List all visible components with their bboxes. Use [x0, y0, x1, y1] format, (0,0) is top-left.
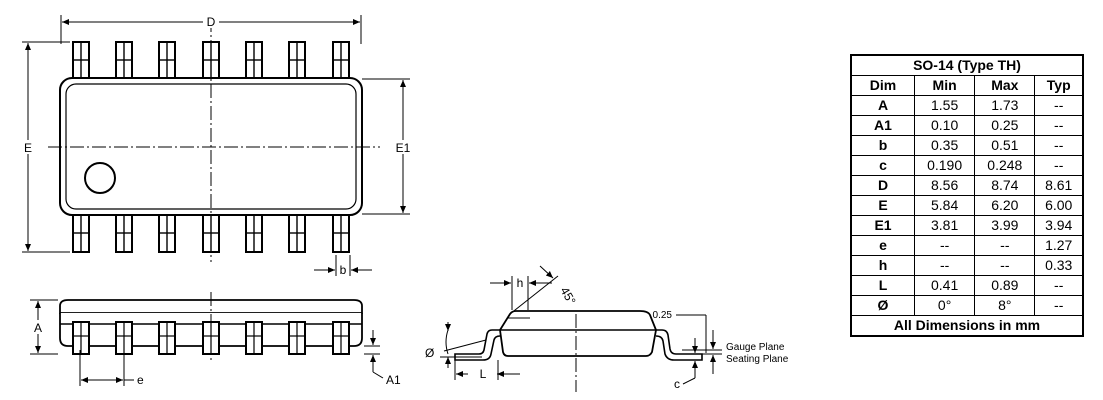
dim-value-cell: --: [913, 255, 976, 276]
detail-view: h 45° 0.25 Gauge Plane Seating Plane Ø L: [425, 265, 789, 392]
dim-value-cell: 0.190: [913, 155, 976, 176]
dim-value-cell: 8.56: [913, 175, 976, 196]
dim-name-cell: Ø: [850, 295, 915, 316]
dim-value-cell: 0.33: [1034, 255, 1084, 276]
dim-name-cell: b: [850, 135, 915, 156]
dim-value-cell: 0.41: [913, 275, 976, 296]
dim-D-label: D: [207, 15, 216, 29]
dim-value-cell: --: [1034, 295, 1084, 316]
detail-lead-left: [454, 329, 501, 361]
table-title: SO-14 (Type TH): [850, 54, 1084, 76]
pin1-marker: [84, 162, 116, 194]
dim-b-label: b: [340, 263, 347, 277]
dim-A1-label: A1: [386, 373, 401, 387]
dim-c-label: c: [674, 377, 680, 391]
top-view: D E E1 b: [20, 14, 414, 277]
side-view: A A1 e: [30, 292, 401, 387]
table-header-cell: Typ: [1034, 75, 1084, 96]
dim-name-cell: h: [850, 255, 915, 276]
seating-plane-label: Seating Plane: [726, 354, 789, 365]
dim-name-cell: L: [850, 275, 915, 296]
table-header-cell: Min: [913, 75, 976, 96]
package-outline-drawing: D E E1 b A: [20, 14, 789, 392]
dim-L-label: L: [480, 367, 487, 381]
dim-value-cell: 3.94: [1034, 215, 1084, 236]
dim-value-cell: 0.51: [974, 135, 1036, 156]
dim-value-cell: 0°: [913, 295, 976, 316]
table-header-cell: Dim: [850, 75, 915, 96]
dim-value-cell: --: [974, 255, 1036, 276]
dim-name-cell: E: [850, 195, 915, 216]
bottom-pins: [72, 212, 350, 253]
dim-name-cell: A1: [850, 115, 915, 136]
dim-value-cell: --: [974, 235, 1036, 256]
dim-name-cell: A: [850, 95, 915, 116]
table-header-cell: Max: [974, 75, 1036, 96]
dim-value-cell: 5.84: [913, 195, 976, 216]
dim-value-cell: 0.10: [913, 115, 976, 136]
dim-value-cell: 8.61: [1034, 175, 1084, 196]
dim-value-cell: 3.99: [974, 215, 1036, 236]
side-body: [59, 299, 363, 314]
table-footer: All Dimensions in mm: [850, 315, 1084, 337]
dim-value-cell: 8°: [974, 295, 1036, 316]
dim-value-cell: 1.27: [1034, 235, 1084, 256]
dim-E1-label: E1: [396, 141, 411, 155]
dim-A-label: A: [34, 321, 42, 335]
dim-value-cell: 3.81: [913, 215, 976, 236]
dim-value-cell: 6.00: [1034, 195, 1084, 216]
dim-value-cell: 6.20: [974, 195, 1036, 216]
dim-value-cell: 1.73: [974, 95, 1036, 116]
dim-025-label: 0.25: [653, 310, 673, 321]
dim-value-cell: --: [1034, 115, 1084, 136]
dim-value-cell: 0.35: [913, 135, 976, 156]
dim-name-cell: D: [850, 175, 915, 196]
dim-name-cell: e: [850, 235, 915, 256]
dim-value-cell: --: [1034, 95, 1084, 116]
dim-value-cell: 0.248: [974, 155, 1036, 176]
dim-value-cell: 0.25: [974, 115, 1036, 136]
gauge-plane-label: Gauge Plane: [726, 342, 785, 353]
side-pins: [72, 321, 350, 355]
dim-value-cell: --: [1034, 135, 1084, 156]
dim-phi-label: Ø: [425, 346, 434, 360]
dim-value-cell: 1.55: [913, 95, 976, 116]
table-row: h----0.33: [850, 255, 1084, 276]
dim-value-cell: 8.74: [974, 175, 1036, 196]
dim-value-cell: --: [913, 235, 976, 256]
dim-h-label: h: [517, 276, 524, 290]
dim-value-cell: --: [1034, 155, 1084, 176]
dim-e-label: e: [137, 373, 144, 387]
dim-name-cell: c: [850, 155, 915, 176]
table-row: e----1.27: [850, 235, 1084, 256]
dim-E-label: E: [24, 141, 32, 155]
dim-value-cell: --: [1034, 275, 1084, 296]
dim-value-cell: 0.89: [974, 275, 1036, 296]
dim-name-cell: E1: [850, 215, 915, 236]
dim-45-label: 45°: [557, 285, 578, 308]
